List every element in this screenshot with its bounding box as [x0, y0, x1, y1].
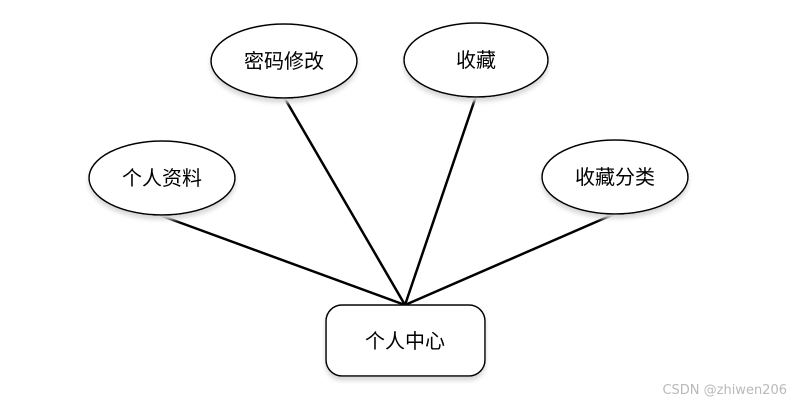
node-center [325, 304, 486, 377]
node-password-change-shape [210, 23, 358, 99]
node-favorite-categories [541, 139, 689, 215]
connector-personal-info [160, 214, 407, 307]
node-favorites-shape [403, 22, 549, 98]
node-personal-info [88, 140, 236, 216]
connector-password-change [282, 95, 407, 307]
node-password-change [210, 23, 358, 99]
connector-favorites [403, 94, 478, 307]
node-center-shape [325, 304, 486, 377]
node-password-change-label: 密码修改 [244, 49, 324, 73]
watermark: CSDN @zhiwen206 [662, 383, 787, 398]
node-center-label: 个人中心 [365, 329, 445, 353]
node-favorites [403, 22, 549, 98]
node-favorite-categories-label: 收藏分类 [575, 165, 655, 189]
connector-favorite-categories [403, 213, 614, 307]
connectors [160, 94, 614, 307]
node-personal-info-label: 个人资料 [122, 166, 202, 190]
node-favorites-label: 收藏 [456, 48, 496, 72]
node-personal-info-shape [88, 140, 236, 216]
node-favorite-categories-shape [541, 139, 689, 215]
